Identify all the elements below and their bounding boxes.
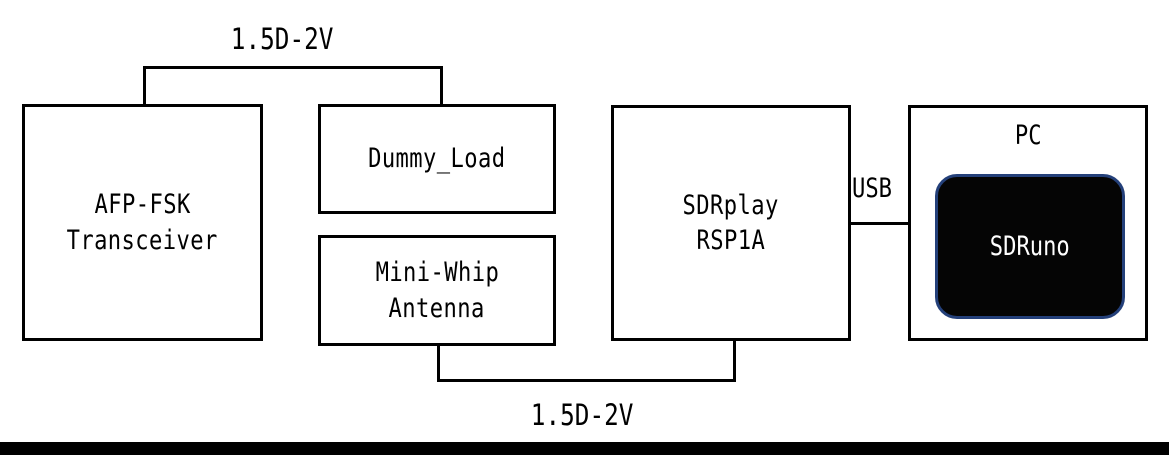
- block-mini-whip-antenna: Mini-Whip Antenna: [318, 235, 556, 346]
- block-label-line-1: SDRplay: [682, 189, 780, 221]
- wire-top-left-vertical: [143, 66, 146, 106]
- wire-usb-horizontal: [848, 222, 910, 225]
- block-label-line-1: AFP-FSK: [94, 189, 191, 221]
- block-label-line-1: Dummy_Load: [368, 143, 506, 175]
- block-label-line-2: Antenna: [388, 292, 486, 324]
- block-dummy-load: Dummy_Load: [318, 104, 556, 214]
- block-label-line-2: RSP1A: [696, 225, 766, 256]
- block-label-line-1: Mini-Whip: [375, 257, 499, 289]
- wire-top-right-vertical: [440, 66, 443, 106]
- sdruno-label: SDRuno: [989, 231, 1070, 262]
- wire-bottom-horizontal: [437, 379, 736, 382]
- cable-label-top: 1.5D-2V: [230, 22, 334, 56]
- cable-label-bottom: 1.5D-2V: [530, 398, 634, 432]
- usb-label: USB: [852, 173, 893, 204]
- block-sdrplay-rsp1a: SDRplay RSP1A: [611, 105, 851, 341]
- wire-bottom-left-vertical: [437, 344, 440, 382]
- wire-bottom-right-vertical: [733, 339, 736, 382]
- block-sdruno-app: SDRuno: [935, 174, 1125, 319]
- pc-label: PC: [1014, 120, 1042, 151]
- block-label-line-2: Transceiver: [66, 224, 219, 256]
- block-pc: PC SDRuno: [908, 105, 1148, 341]
- wire-top-horizontal: [143, 66, 443, 69]
- block-afp-fsk-transceiver: AFP-FSK Transceiver: [22, 104, 263, 341]
- bottom-bar: [0, 442, 1169, 455]
